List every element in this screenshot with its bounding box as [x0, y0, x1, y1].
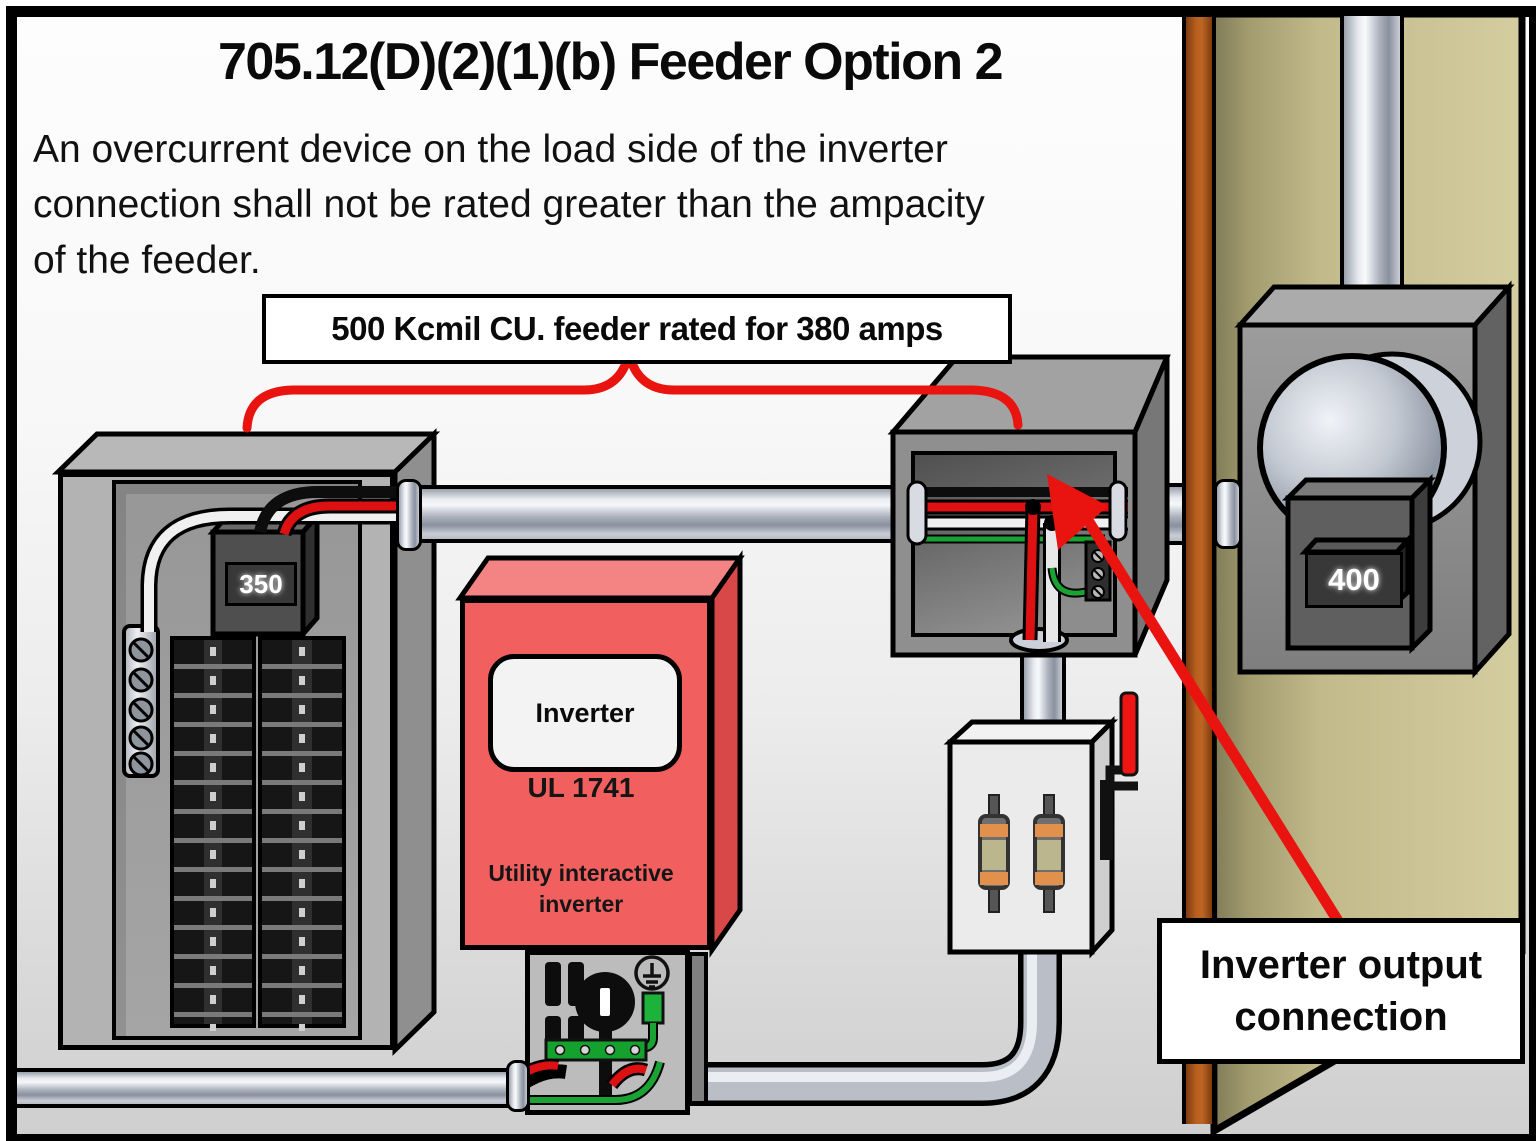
description-line3: of the feeder. [33, 238, 261, 282]
meter-riser-conduit [1340, 16, 1404, 294]
elbow-conduit [690, 950, 1062, 1106]
feeder-brace [242, 351, 1023, 433]
panel-side-face [392, 428, 437, 1056]
handle-clip [1100, 780, 1113, 860]
breaker-ticks [298, 647, 306, 1031]
inverter-type-line1: Utility interactive [488, 860, 674, 886]
inverter-listing: UL 1741 [527, 772, 635, 803]
red-splice-dot [1025, 499, 1041, 515]
terminal-screws [128, 637, 154, 777]
ground-symbol-glyph [643, 963, 661, 989]
meter-rating-value: 400 [1328, 562, 1380, 597]
exit-red-wire [608, 1064, 648, 1088]
inverter-name: Inverter [535, 697, 635, 728]
ground-bus-strip [544, 1038, 648, 1062]
output-callout-box: Inverter output connection [1157, 918, 1525, 1064]
disconnect-handle [1119, 691, 1139, 777]
wiring-box-conduit-connector [506, 1060, 530, 1112]
output-arrowhead [1047, 474, 1108, 550]
fused-disconnect [943, 691, 1139, 959]
inverter-side-face [709, 550, 743, 958]
inverter-type-line2: inverter [538, 891, 624, 918]
black-hot-wire [254, 486, 412, 534]
output-arrow-line [1064, 487, 1343, 924]
page-title: 705.12(D)(2)(1)(b) Feeder Option 2 [217, 33, 1004, 91]
inverter-type: Utility interactive inverter [460, 858, 702, 920]
feeder-callout-box: 500 Kcmil CU. feeder rated for 380 amps [262, 294, 1012, 364]
junction-recess [911, 451, 1117, 637]
output-callout-line1: Inverter output [1199, 943, 1483, 987]
main-breaker-rating-plate: 350 [225, 562, 297, 606]
main-breaker-rating-value: 350 [239, 568, 283, 599]
wall-conduit-connector [1214, 479, 1242, 549]
receptacle-slot [600, 988, 610, 1016]
right-conduit-bushing [1108, 480, 1128, 542]
terminal-slot [545, 962, 561, 1006]
meter-rating-plate: 400 [1305, 552, 1403, 608]
code-description: An overcurrent device on the load side o… [33, 122, 1183, 288]
bottom-green-wire [510, 1061, 663, 1103]
breaker-column-left [170, 636, 256, 1031]
disconnect-front-face [947, 739, 1095, 955]
feeder-callout-text: 500 Kcmil CU. feeder rated for 380 amps [331, 310, 943, 347]
red-tap-wire [1025, 506, 1038, 641]
fuse-cartridge [978, 794, 1010, 913]
panel-conduit-connector [396, 479, 422, 551]
wiring-box-side [688, 952, 708, 1105]
inverter-nameplate: Inverter [488, 654, 682, 772]
breaker-column-right [258, 636, 346, 1031]
panel-3d-faces [51, 428, 441, 1056]
red-hot-wire [279, 501, 412, 536]
elbow-conduit-body [690, 950, 1057, 1101]
description-line1: An overcurrent device on the load side o… [33, 128, 948, 171]
ground-symbol-icon [634, 955, 670, 991]
neutral-wire [144, 511, 410, 632]
bottom-left-conduit [17, 1068, 529, 1108]
left-conduit-bushing [906, 480, 928, 546]
fuse-cartridge [1033, 794, 1065, 913]
elbow-conduit-highlight [690, 952, 1037, 1082]
breaker-ticks [209, 647, 217, 1031]
description-line2: connection shall not be rated greater th… [33, 183, 985, 227]
ground-bus-screws [554, 1044, 641, 1056]
panel-wires [140, 486, 412, 632]
output-callout-line2: connection [1234, 995, 1448, 1039]
meter-assembly [1234, 280, 1515, 679]
